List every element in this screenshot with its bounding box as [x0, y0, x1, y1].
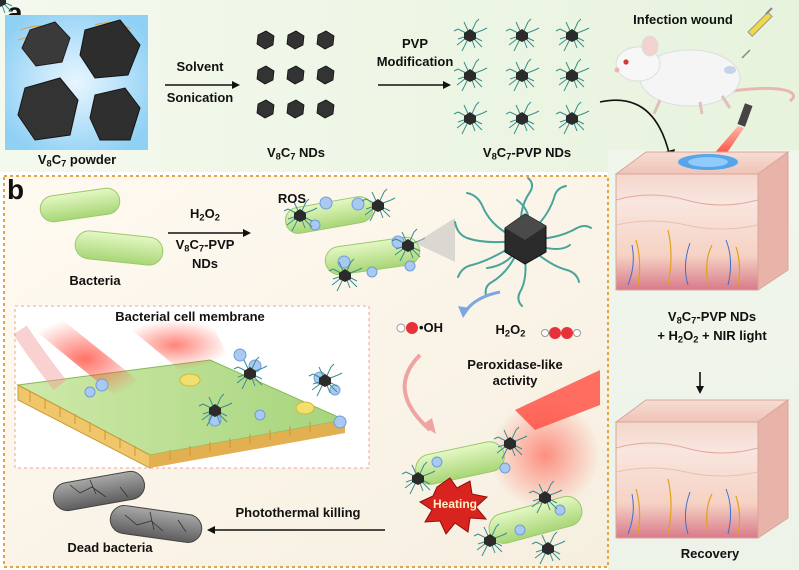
step-sonication: Sonication [166, 90, 234, 105]
pvp-nd-grid [0, 0, 590, 135]
panel-a-graphics [0, 0, 795, 162]
panel-b-graphics [13, 177, 600, 565]
zoomed-pvp-nd [415, 177, 592, 307]
nds-label: V8C7 NDs [266, 145, 326, 162]
step-modification: Modification [376, 54, 454, 69]
powder-label: V8C7 powder [37, 152, 117, 169]
mouse-illustration [614, 7, 795, 115]
panel-b-letter: b [7, 174, 25, 205]
pvp-nds-label: V8C7-PVP NDs [482, 145, 572, 162]
oh-molecule [396, 322, 418, 334]
dead-bacteria-illustration [52, 470, 203, 543]
h2o2-label: H2O2 [495, 322, 526, 339]
dead-bacteria-label: Dead bacteria [67, 540, 153, 555]
treatment-line2: + H2O2 + NIR light [657, 328, 767, 345]
activity-line1: Peroxidase-like [467, 357, 563, 372]
powder-particles [17, 19, 141, 141]
activity-line2: activity [492, 373, 538, 388]
membrane-inset [13, 305, 370, 469]
heating-cluster [401, 370, 600, 565]
recovery-label: Recovery [680, 546, 740, 561]
membrane-label: Bacterial cell membrane [115, 309, 265, 324]
right-column-graphics [614, 151, 790, 539]
arrow-pink [402, 353, 432, 432]
step-solvent: Solvent [176, 59, 224, 74]
step-pvp: PVP [401, 36, 428, 51]
heating-label: Heating [432, 497, 477, 511]
arrow-peroxidase [463, 290, 501, 313]
reagent-v8c7-pvp: V8C7-PVP [175, 237, 235, 254]
skin-block-infected [614, 151, 790, 291]
skin-block-recovered [614, 399, 790, 539]
arrow-to-wound [599, 99, 671, 158]
bacteria-label: Bacteria [69, 273, 121, 288]
oh-radical-label: •OH [419, 320, 444, 335]
reagent-nds: NDs [191, 256, 218, 271]
reagent-h2o2: H2O2 [190, 206, 220, 223]
ros-label: ROS [277, 191, 307, 206]
killing-label: Photothermal killing [235, 505, 361, 520]
bacteria-illustration [39, 187, 164, 266]
nd-grid [256, 30, 335, 119]
h2o2-molecule [541, 327, 581, 339]
infection-wound-label: Infection wound [633, 12, 733, 27]
ros-bacteria-cluster [283, 188, 426, 292]
treatment-line1: V8C7-PVP NDs [667, 309, 757, 326]
